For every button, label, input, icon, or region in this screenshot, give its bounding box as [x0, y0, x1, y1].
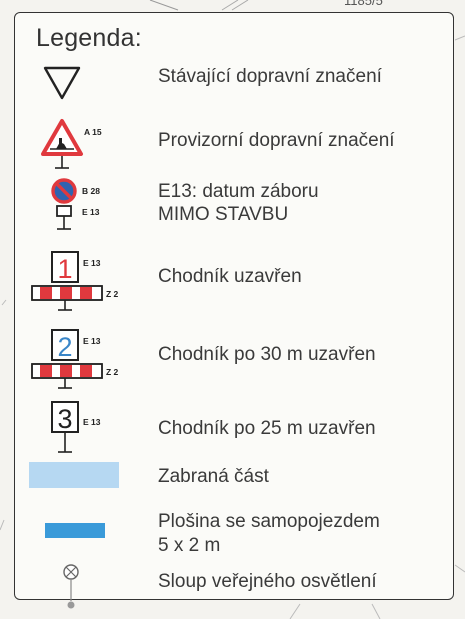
closed-area-swatch: [29, 462, 119, 488]
tag-z2-row5: Z 2: [106, 367, 119, 377]
legend-label-street-lamp: Sloup veřejného osvětlení: [158, 571, 377, 592]
tag-e13-row5: E 13: [83, 336, 101, 346]
tag-b28: B 28: [82, 186, 100, 196]
sidewalk-closed-2-icon: 2 E 13 Z 2: [31, 329, 119, 389]
legend-label-closed-area: Zabraná část: [158, 466, 269, 487]
sidewalk-closed-1-icon: 1 E 13 Z 2: [31, 251, 119, 311]
legend-label-temporary-signs: Provizorní dopravní značení: [158, 130, 395, 151]
legend-label-existing-signs: Stávající dopravní značení: [158, 66, 382, 87]
legend-label-e13-date: E13: datum záboru: [158, 181, 319, 202]
legend-label-platform-size: 5 x 2 m: [158, 535, 221, 556]
platform-swatch: [45, 523, 105, 538]
tag-e13-row4: E 13: [83, 258, 101, 268]
legend-label-sidewalk-closed: Chodník uzavřen: [158, 266, 302, 287]
legend-title: Legenda:: [36, 24, 142, 52]
legend-panel: [14, 12, 454, 600]
sidewalk-closed-3-icon: 3 E 13: [51, 401, 101, 453]
legend-label-outside-site: MIMO STAVBU: [158, 204, 289, 225]
sidewalk-number-1: 1: [57, 254, 72, 284]
legend-label-platform: Plošina se samopojezdem: [158, 511, 380, 532]
temporary-sign-icon: A 15: [41, 119, 102, 169]
no-parking-sign-icon: B 28 E 13: [51, 178, 100, 230]
sidewalk-number-2: 2: [57, 332, 72, 362]
tag-a15: A 15: [84, 127, 102, 137]
legend-label-sidewalk-closed-30m: Chodník po 30 m uzavřen: [158, 344, 376, 365]
map-parcel-number: 1185/5: [344, 0, 383, 8]
legend-label-sidewalk-closed-25m: Chodník po 25 m uzavřen: [158, 418, 376, 439]
sidewalk-number-3: 3: [57, 404, 72, 434]
street-lamp-icon: [63, 564, 79, 609]
existing-sign-icon: [43, 66, 81, 100]
tag-e13-row6: E 13: [83, 417, 101, 427]
tag-e13: E 13: [82, 207, 100, 217]
tag-z2-row4: Z 2: [106, 289, 119, 299]
